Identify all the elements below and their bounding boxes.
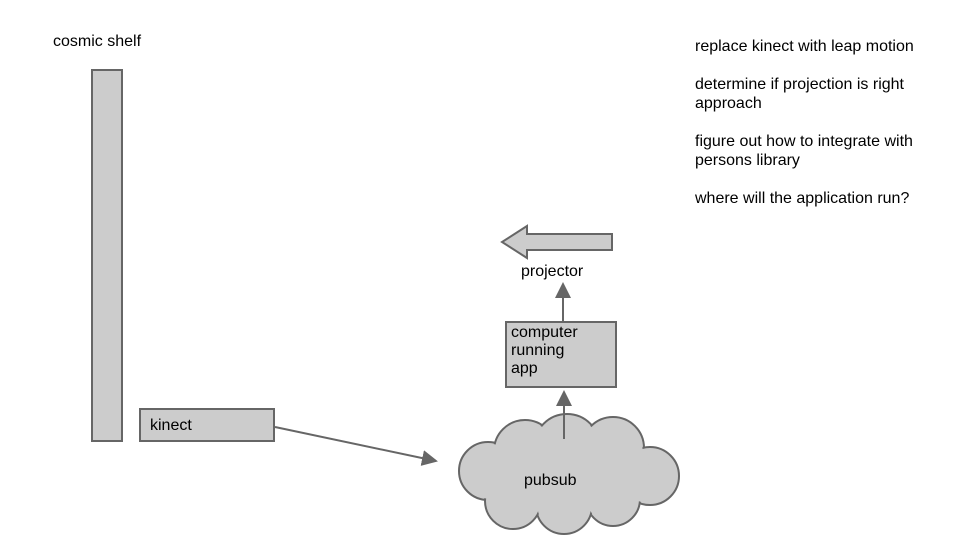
pubsub-cloud-shape[interactable] bbox=[458, 413, 680, 535]
shelf-label: cosmic shelf bbox=[53, 33, 142, 50]
computer-label-line: computer bbox=[511, 324, 578, 341]
kinect-box[interactable]: kinect bbox=[139, 408, 275, 442]
computer-label: computer running app bbox=[511, 324, 578, 378]
note-item: determine if projection is right approac… bbox=[695, 76, 904, 112]
projection-block-arrow[interactable] bbox=[500, 224, 613, 260]
computer-label-line: running bbox=[511, 342, 565, 359]
note-item: figure out how to integrate with persons… bbox=[695, 133, 913, 169]
kinect-label: kinect bbox=[150, 417, 192, 434]
computer-label-line: app bbox=[511, 360, 538, 377]
shelf-bar[interactable] bbox=[91, 69, 123, 442]
projector-label: projector bbox=[521, 263, 584, 280]
note-item: replace kinect with leap motion bbox=[695, 38, 914, 55]
notes-list: replace kinect with leap motion determin… bbox=[695, 37, 935, 227]
computer-box[interactable]: computer running app bbox=[505, 321, 617, 388]
kinect-to-pubsub-arrow bbox=[274, 426, 438, 466]
note-item: where will the application run? bbox=[695, 190, 910, 207]
pubsub-label: pubsub bbox=[524, 472, 577, 489]
